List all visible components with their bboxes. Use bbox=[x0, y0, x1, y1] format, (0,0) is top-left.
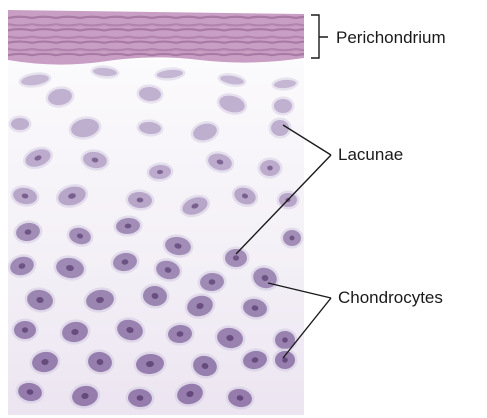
perichondrium-bracket bbox=[311, 15, 328, 58]
nucleus bbox=[289, 236, 294, 241]
perichondrium-layer bbox=[8, 10, 320, 65]
perichondrium-fiber bbox=[8, 17, 320, 18]
chondrocytes-label: Chondrocytes bbox=[338, 288, 443, 307]
chondrocyte bbox=[273, 349, 298, 372]
nucleus bbox=[233, 255, 239, 260]
cell-body bbox=[11, 118, 29, 130]
cell-body bbox=[271, 120, 289, 136]
chondrocyte bbox=[12, 319, 39, 342]
lacunae-label: Lacunae bbox=[338, 145, 403, 164]
perichondrium-fiber bbox=[8, 49, 320, 50]
nucleus bbox=[22, 327, 28, 332]
chondrocyte bbox=[223, 247, 250, 270]
perichondrium-fiber bbox=[8, 29, 320, 30]
perichondrium-fiber bbox=[8, 24, 320, 25]
chondrocyte bbox=[258, 158, 283, 179]
perichondrium-fiber bbox=[8, 54, 320, 55]
chondrocyte bbox=[272, 97, 295, 116]
nucleus bbox=[267, 166, 273, 171]
nucleus bbox=[282, 357, 288, 362]
chondrocyte bbox=[281, 228, 304, 249]
chondrocyte bbox=[273, 329, 298, 352]
perichondrium-label: Perichondrium bbox=[336, 28, 446, 47]
perichondrium-fiber bbox=[8, 42, 320, 43]
cell-body bbox=[274, 99, 292, 113]
chondrocyte bbox=[9, 116, 32, 133]
perichondrium-fiber bbox=[8, 37, 320, 38]
nucleus bbox=[282, 337, 288, 342]
